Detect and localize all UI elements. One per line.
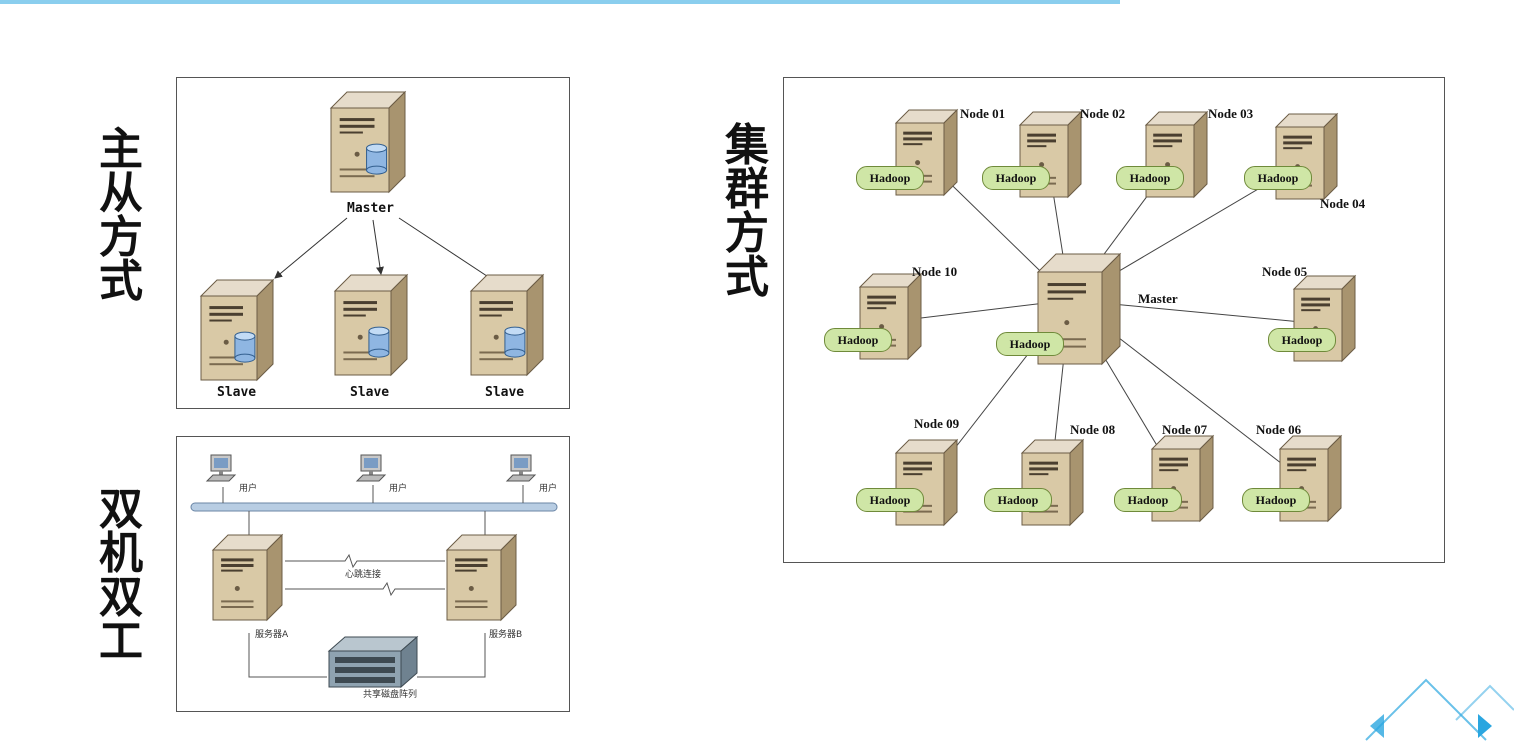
heartbeat-label: 心跳连接: [345, 570, 382, 580]
server-b-label: 服务器B: [489, 630, 523, 640]
user-label: 用户: [389, 484, 408, 494]
label-dual: 双机双工: [99, 484, 143, 667]
cluster-node-server-icon: [894, 438, 959, 531]
disk-array-icon: [325, 633, 421, 697]
cluster-node-label: Node 09: [914, 416, 960, 431]
corner-decoration-icon: [1365, 678, 1514, 741]
cluster-node-hadoop-badge: Hadoop: [984, 488, 1052, 512]
slave-server-icon: [469, 273, 545, 381]
cluster-node-hadoop-badge: Hadoop: [856, 166, 924, 190]
server-a-icon: [211, 533, 284, 626]
cluster-node-server-icon: [1150, 434, 1215, 527]
cluster-node-hadoop-badge: Hadoop: [1114, 488, 1182, 512]
slave-server-icon: [333, 273, 409, 381]
cluster-node-label: Node 02: [1080, 106, 1126, 121]
cluster-node-hadoop-badge: Hadoop: [1268, 328, 1336, 352]
cluster-node-server-icon: [1292, 274, 1357, 367]
cluster-node-hadoop-badge: Hadoop: [1242, 488, 1310, 512]
cluster-node-hadoop-badge: Hadoop: [856, 488, 924, 512]
cluster-master-label: Master: [1138, 291, 1178, 306]
master-slave-arrows: [274, 217, 500, 285]
master-label: Master: [347, 201, 394, 216]
label-cluster: 集群方式: [725, 120, 769, 303]
user-pc-icon: [355, 453, 389, 491]
dual-machine-diagram: 用户 用户 用户 心跳连接 服务器A 服务器B 共享磁盘阵列: [176, 436, 570, 712]
cluster-node-hadoop-badge: Hadoop: [1116, 166, 1184, 190]
cluster-node-label: Node 01: [960, 106, 1006, 121]
cluster-node-hadoop-badge: Hadoop: [982, 166, 1050, 190]
slave-server-icon: [199, 278, 275, 386]
top-accent-strip: [0, 0, 1120, 4]
server-b-icon: [445, 533, 518, 626]
user-pc-icon: [205, 453, 239, 491]
cluster-node-label: Node 03: [1208, 106, 1254, 121]
cluster-node-label: Node 05: [1262, 264, 1308, 279]
master-slave-diagram: Master: [176, 77, 570, 409]
cluster-node-label: Node 04: [1320, 196, 1366, 211]
cluster-node-label: Node 10: [912, 264, 958, 279]
storage-label: 共享磁盘阵列: [363, 690, 418, 700]
user-pc-icon: [505, 453, 539, 491]
cluster-diagram: Node 01 Hadoop Node 02 Hadoop Node 03 Hadoo…: [783, 77, 1445, 563]
dual-machine-links: [190, 485, 558, 678]
cluster-node-server-icon: [1020, 438, 1085, 531]
master-server-icon: [329, 90, 407, 198]
slave-label: Slave: [217, 385, 257, 400]
cluster-node-server-icon: [1274, 112, 1339, 205]
cluster-node-hadoop-badge: Hadoop: [1244, 166, 1312, 190]
cluster-node-label: Node 07: [1162, 422, 1208, 437]
label-master-slave: 主从方式: [99, 124, 143, 307]
server-a-label: 服务器A: [255, 630, 289, 640]
user-label: 用户: [239, 484, 258, 494]
cluster-node-label: Node 08: [1070, 422, 1116, 437]
user-label: 用户: [539, 484, 558, 494]
cluster-master-hadoop-badge: Hadoop: [996, 332, 1064, 356]
cluster-node-label: Node 06: [1256, 422, 1302, 437]
cluster-node-server-icon: [1278, 434, 1343, 527]
cluster-node-hadoop-badge: Hadoop: [824, 328, 892, 352]
slave-label: Slave: [485, 385, 525, 400]
slave-label: Slave: [350, 385, 390, 400]
